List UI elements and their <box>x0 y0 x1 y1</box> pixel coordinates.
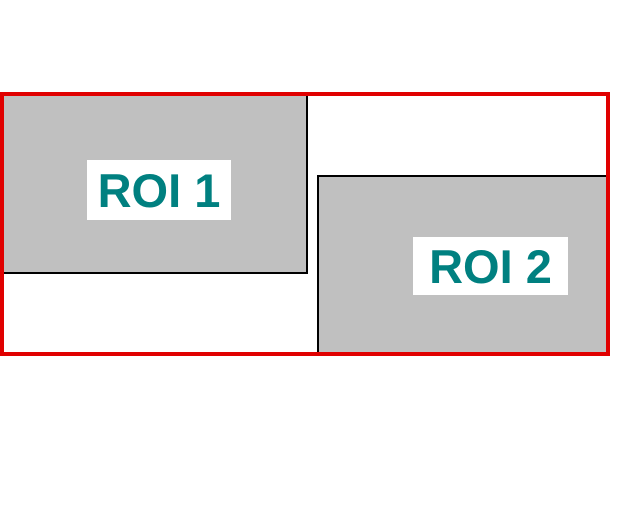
roi-1-label: ROI 1 <box>87 160 231 220</box>
roi-2-label: ROI 2 <box>413 237 568 295</box>
roi-2-label-text: ROI 2 <box>429 239 552 293</box>
roi-1-label-text: ROI 1 <box>97 163 221 217</box>
